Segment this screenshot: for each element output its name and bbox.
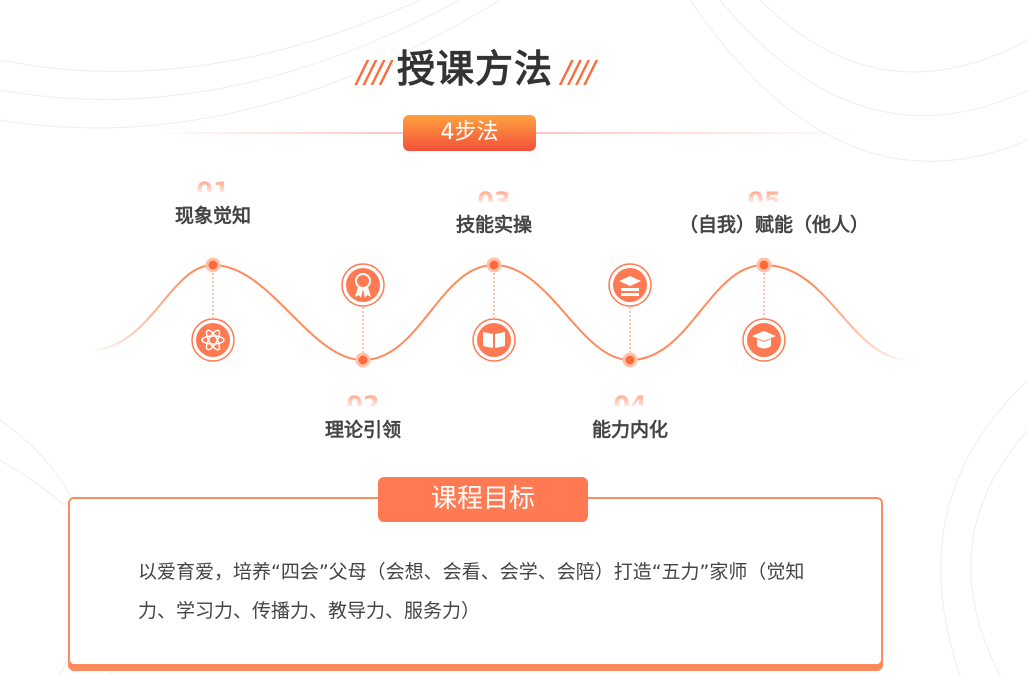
step-label: 能力内化: [591, 419, 668, 441]
method-badge: 4步法: [403, 115, 536, 151]
title-decor-right: ////: [561, 55, 595, 90]
title-decor-left: ////: [356, 55, 391, 90]
goal-title: 课程目标: [378, 477, 588, 522]
divider-right: [536, 132, 866, 134]
page-title: ////授课方法////: [356, 47, 596, 91]
step-label: 理论引领: [324, 419, 401, 441]
step-label: 现象觉知: [174, 205, 251, 227]
goal-divider-right: [588, 497, 788, 499]
award-ribbon-icon: [341, 263, 385, 307]
atom-icon: [191, 318, 235, 362]
goal-text: 以爱育爱，培养“四会”父母（会想、会看、会学、会陪）打造“五力”家师（觉知力、学…: [138, 561, 805, 622]
step-number: 04: [613, 391, 647, 406]
step-number: 02: [346, 391, 380, 406]
step-number: 01: [196, 177, 230, 192]
goal-divider-left: [200, 497, 378, 499]
step-number: 05: [747, 187, 781, 202]
step-label: （自我）赋能（他人）: [678, 214, 869, 236]
step-number: 03: [477, 187, 511, 202]
goal-box: [68, 497, 883, 666]
graduation-cap-icon: [742, 318, 786, 362]
graduation-stack-icon: [608, 263, 652, 307]
divider-left: [150, 132, 403, 134]
step-label: 技能实操: [455, 214, 532, 236]
open-book-icon: [472, 318, 516, 362]
